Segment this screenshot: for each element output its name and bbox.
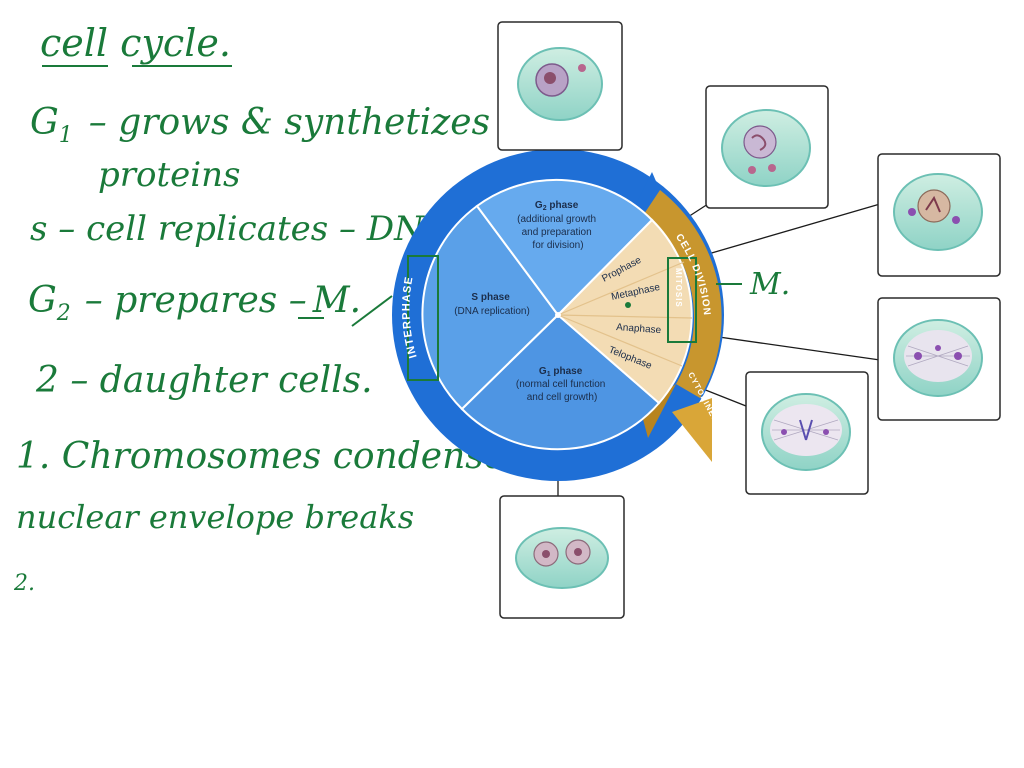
cell-division-band xyxy=(644,190,722,398)
telophase-cell-image xyxy=(745,371,869,495)
cell-division-arrowhead xyxy=(640,384,676,438)
note-g2-prefix: G xyxy=(28,280,57,321)
g2-cell-image xyxy=(497,21,623,151)
cytokinesis-arrow xyxy=(672,398,712,462)
anaphase-label: Anaphase xyxy=(616,322,662,336)
pointer-stroke xyxy=(351,295,393,327)
g1-phase-label: G1 phase (normal cell function and cell … xyxy=(516,366,608,403)
note-g1-cont: proteins xyxy=(98,155,241,195)
note-daughter-cells: 2 – daughter cells. xyxy=(35,360,373,401)
notes-title: cell cycle. xyxy=(40,21,231,65)
mitosis-highlight-box xyxy=(667,257,697,343)
cell-images xyxy=(497,21,1001,619)
note-item1-b: nuclear envelope breaks xyxy=(16,498,414,536)
note-item2: 2. xyxy=(13,571,35,596)
note-g2-text: – prepares – xyxy=(85,280,307,321)
note-g1-line: G1 – grows & synthetizes xyxy=(30,102,490,148)
center-dot xyxy=(555,312,561,318)
note-g1-text: – grows & synthetizes xyxy=(89,102,490,143)
s-phase-label: S phase (DNA replication) xyxy=(454,292,530,317)
note-g2-line: G2 – prepares –M. xyxy=(28,280,361,326)
g1-cell-image xyxy=(499,495,625,619)
mitosis-dividers xyxy=(557,261,693,367)
metaphase-marker xyxy=(625,302,631,308)
m-annotation: M. xyxy=(749,267,790,302)
g1-phase-sector xyxy=(460,313,661,451)
anaphase-cell-image xyxy=(877,297,1001,421)
metaphase-cell-image xyxy=(877,153,1001,277)
note-g1-sub: 1 xyxy=(59,123,73,148)
note-g2-m: M xyxy=(312,280,351,321)
mitosis-sector xyxy=(556,218,693,405)
prophase-cell-image xyxy=(705,85,829,209)
g2-phase-sector xyxy=(475,178,654,317)
mitosis-ring-label: MITOSIS xyxy=(674,268,683,308)
handwritten-notes: cell cycle. G1– grows & synthetizes prot… xyxy=(13,21,505,596)
cell-cycle-diagram: G2 phase (additional growth and preparat… xyxy=(392,149,881,498)
note-g1-prefix: G xyxy=(30,102,59,143)
interphase-highlight-box xyxy=(407,255,439,381)
note-item1-a: 1. Chromosomes condense xyxy=(16,436,505,477)
note-s-line: s – cell replicates – DNA xyxy=(30,209,448,249)
g2-phase-label: G2 phase (additional growth and preparat… xyxy=(517,200,599,251)
s-phase-sector xyxy=(421,204,560,411)
note-g2-end: . xyxy=(350,280,361,321)
note-g2-sub: 2 xyxy=(56,301,71,326)
